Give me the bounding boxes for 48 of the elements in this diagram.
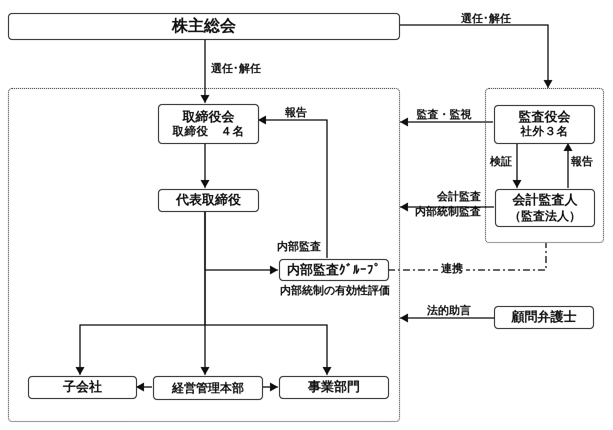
box-title: 株主総会 <box>172 16 236 36</box>
arrow <box>136 382 152 392</box>
group-frame <box>485 88 604 243</box>
edge-label: 選任･解任 <box>210 62 262 77</box>
box-title: 顧問弁護士 <box>512 309 576 326</box>
box-title: 取締役会 <box>182 108 234 125</box>
org-box <box>279 376 389 399</box>
arrow <box>400 118 493 126</box>
group-frame <box>8 88 400 422</box>
org-box <box>495 189 595 227</box>
box-title: 子会社 <box>63 379 102 396</box>
org-box <box>279 259 389 281</box>
arrow <box>512 143 522 188</box>
edge-label: 選任･解任 <box>460 12 512 27</box>
arrow <box>564 143 572 188</box>
arrow <box>262 382 278 392</box>
arrow <box>400 202 494 212</box>
box-title: 内部監査ｸﾞﾙｰﾌﾟ <box>287 262 381 278</box>
box-subtitle: 取締役 ４名 <box>172 124 244 140</box>
org-box <box>158 189 259 212</box>
arrow <box>400 314 494 322</box>
box-title: 代表取締役 <box>176 192 241 209</box>
box-title: 事業部門 <box>308 379 360 396</box>
box-title: 会計監査人 <box>512 192 578 209</box>
arrow <box>258 116 328 258</box>
org-box <box>158 104 259 144</box>
box-title: 監査役会 <box>518 109 570 125</box>
box-subtitle: 社外３名 <box>520 125 568 140</box>
node-note: 内部統制の有効性評価 <box>279 284 391 299</box>
edge-label: 法的助言 <box>426 304 472 319</box>
org-box <box>494 306 594 329</box>
edge-label: 検証 <box>489 155 513 170</box>
org-box <box>153 376 263 400</box>
org-box <box>28 376 137 399</box>
box-title: 経営管理本部 <box>172 380 244 396</box>
org-box <box>494 105 595 144</box>
edge-label: 報告 <box>570 155 594 170</box>
arrow <box>400 24 552 88</box>
box-subtitle: （監査法人） <box>509 208 581 224</box>
org-box <box>8 13 400 40</box>
arrow <box>204 211 332 375</box>
edge-label: 報告 <box>284 106 308 121</box>
arrow <box>200 143 210 188</box>
connector-line <box>388 243 547 271</box>
arrow <box>200 40 210 103</box>
edge-label: 監査・監視 <box>416 108 472 123</box>
edge-label: 連携 <box>438 262 466 277</box>
node-note: 内部監査 <box>276 240 322 255</box>
